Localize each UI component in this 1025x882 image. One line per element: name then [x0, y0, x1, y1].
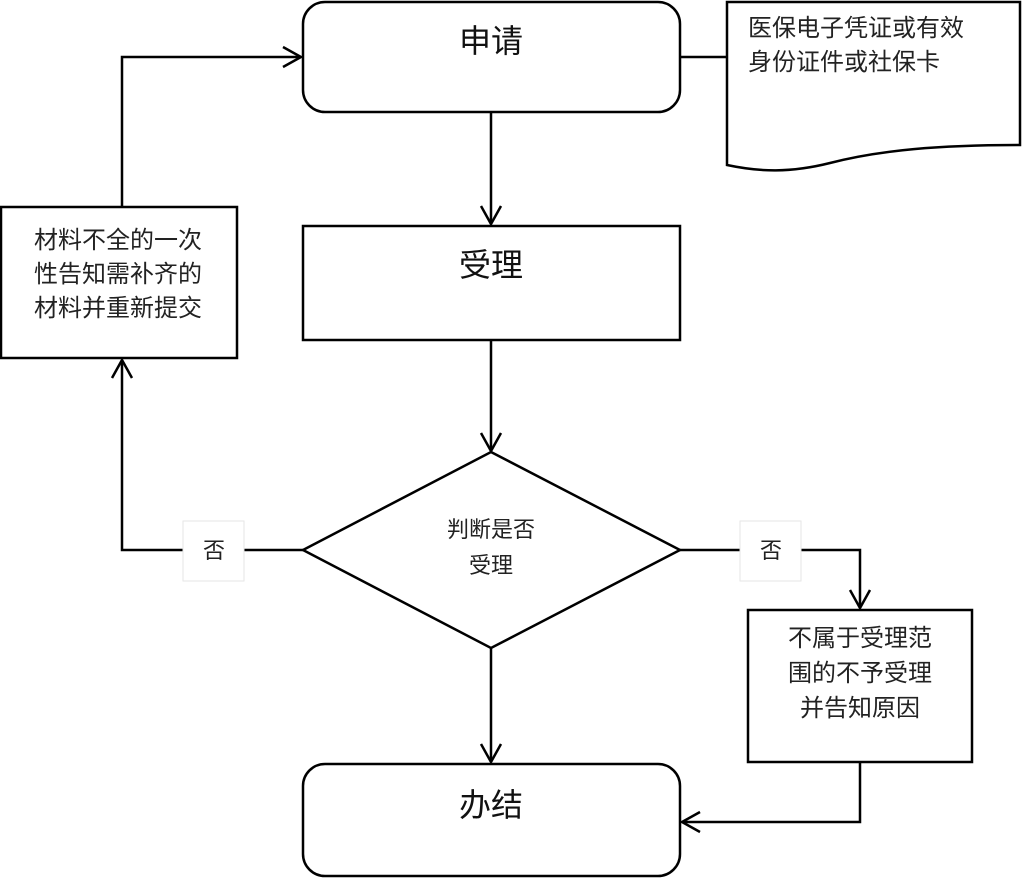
- node-incomplete: 材料不全的一次 性告知需补齐的 材料并重新提交: [0, 205, 239, 360]
- arrow-head-icon: [479, 205, 503, 227]
- arrow-head-icon: [679, 810, 701, 834]
- edge-label-text: 否: [203, 539, 225, 564]
- node-apply: 申请: [301, 0, 682, 114]
- node-label-line: 不属于受理范: [788, 624, 932, 652]
- node-accept: 受理: [301, 224, 682, 342]
- node-label: 申请: [459, 22, 523, 60]
- node-label: 受理: [459, 246, 523, 284]
- arrow-head-icon: [282, 45, 304, 69]
- node-label-line: 材料并重新提交: [34, 294, 202, 322]
- node-decision: 判断是否 受理: [300, 450, 683, 650]
- edge-apply-to-accept: [479, 112, 503, 227]
- node-label-line: 材料不全的一次: [34, 226, 202, 254]
- node-label-line: 性告知需补齐的: [34, 260, 202, 288]
- node-label-line: 身份证件或社保卡: [748, 48, 940, 76]
- edge-incomplete-to-apply: [120, 45, 304, 207]
- arrow-head-icon: [479, 743, 503, 765]
- node-label-line: 并告知原因: [800, 694, 920, 722]
- node-label-line: 判断是否: [447, 518, 535, 543]
- edge-accept-to-decision: [479, 340, 503, 454]
- edge-label-no-right: 否: [739, 520, 802, 582]
- node-complete: 办结: [301, 762, 682, 878]
- arrow-head-icon: [110, 357, 134, 379]
- edge-reject-to-complete: [679, 762, 862, 834]
- edge-label-text: 否: [760, 539, 782, 564]
- edge-label-no-left: 否: [182, 520, 245, 582]
- node-reject: 不属于受理范 围的不予受理 并告知原因: [746, 608, 974, 764]
- node-label-line: 受理: [469, 554, 513, 579]
- node-label-line: 围的不予受理: [788, 659, 932, 687]
- arrow-head-icon: [848, 589, 872, 611]
- node-label-line: 医保电子凭证或有效: [748, 14, 964, 42]
- node-document: 医保电子凭证或有效 身份证件或社保卡: [725, 0, 1022, 172]
- node-label: 办结: [459, 786, 523, 824]
- edge-decision-to-complete: [479, 648, 503, 765]
